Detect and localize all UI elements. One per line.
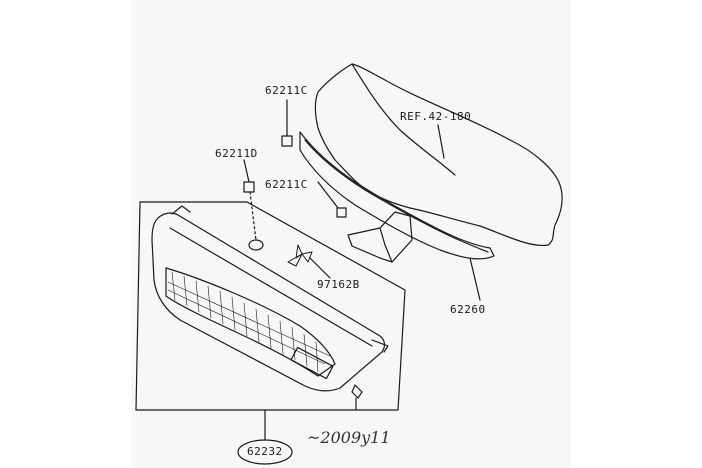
label-62232: 62232: [247, 445, 283, 458]
grille-badge: [290, 346, 334, 380]
clip-lower-leader: [317, 181, 339, 209]
handwritten-note: ~2009y11: [307, 428, 391, 447]
bracket-support-inner: [379, 227, 393, 263]
upper-bracket-inner: [304, 139, 489, 253]
label-62211c-lower: 62211C: [265, 178, 308, 191]
label-62211d: 62211D: [215, 147, 258, 160]
grille-outer: [151, 212, 386, 392]
label-ref-42-180: REF.42-180: [400, 110, 472, 123]
grille-frame-box: [135, 201, 406, 411]
clip-left-washer: [248, 239, 264, 251]
grille-tab-right: [371, 339, 389, 353]
emblem-icon: [287, 244, 313, 267]
emblem-leader: [309, 257, 331, 279]
bracket-support: [347, 211, 413, 263]
label-62260: 62260: [450, 303, 486, 316]
grille-mesh: [167, 271, 331, 373]
grille-mesh-outline: [165, 267, 336, 377]
grille-inner-top: [169, 227, 373, 347]
label-62211c-upper: 62211C: [265, 84, 308, 97]
clip-upper-icon: [281, 135, 293, 147]
clip-left-leader: [243, 159, 250, 183]
label-97162b: 97162B: [317, 278, 360, 291]
bracket-leader: [469, 257, 481, 301]
grille-tab-top: [171, 205, 191, 215]
clip-lower-icon: [336, 207, 347, 218]
upper-bracket: [299, 131, 495, 260]
grille-fastener: [351, 384, 363, 399]
hood-inner-edge: [351, 63, 456, 176]
hood-ref-leader: [437, 124, 445, 159]
clip-left-icon: [243, 181, 255, 193]
hood-outline: [314, 63, 563, 247]
